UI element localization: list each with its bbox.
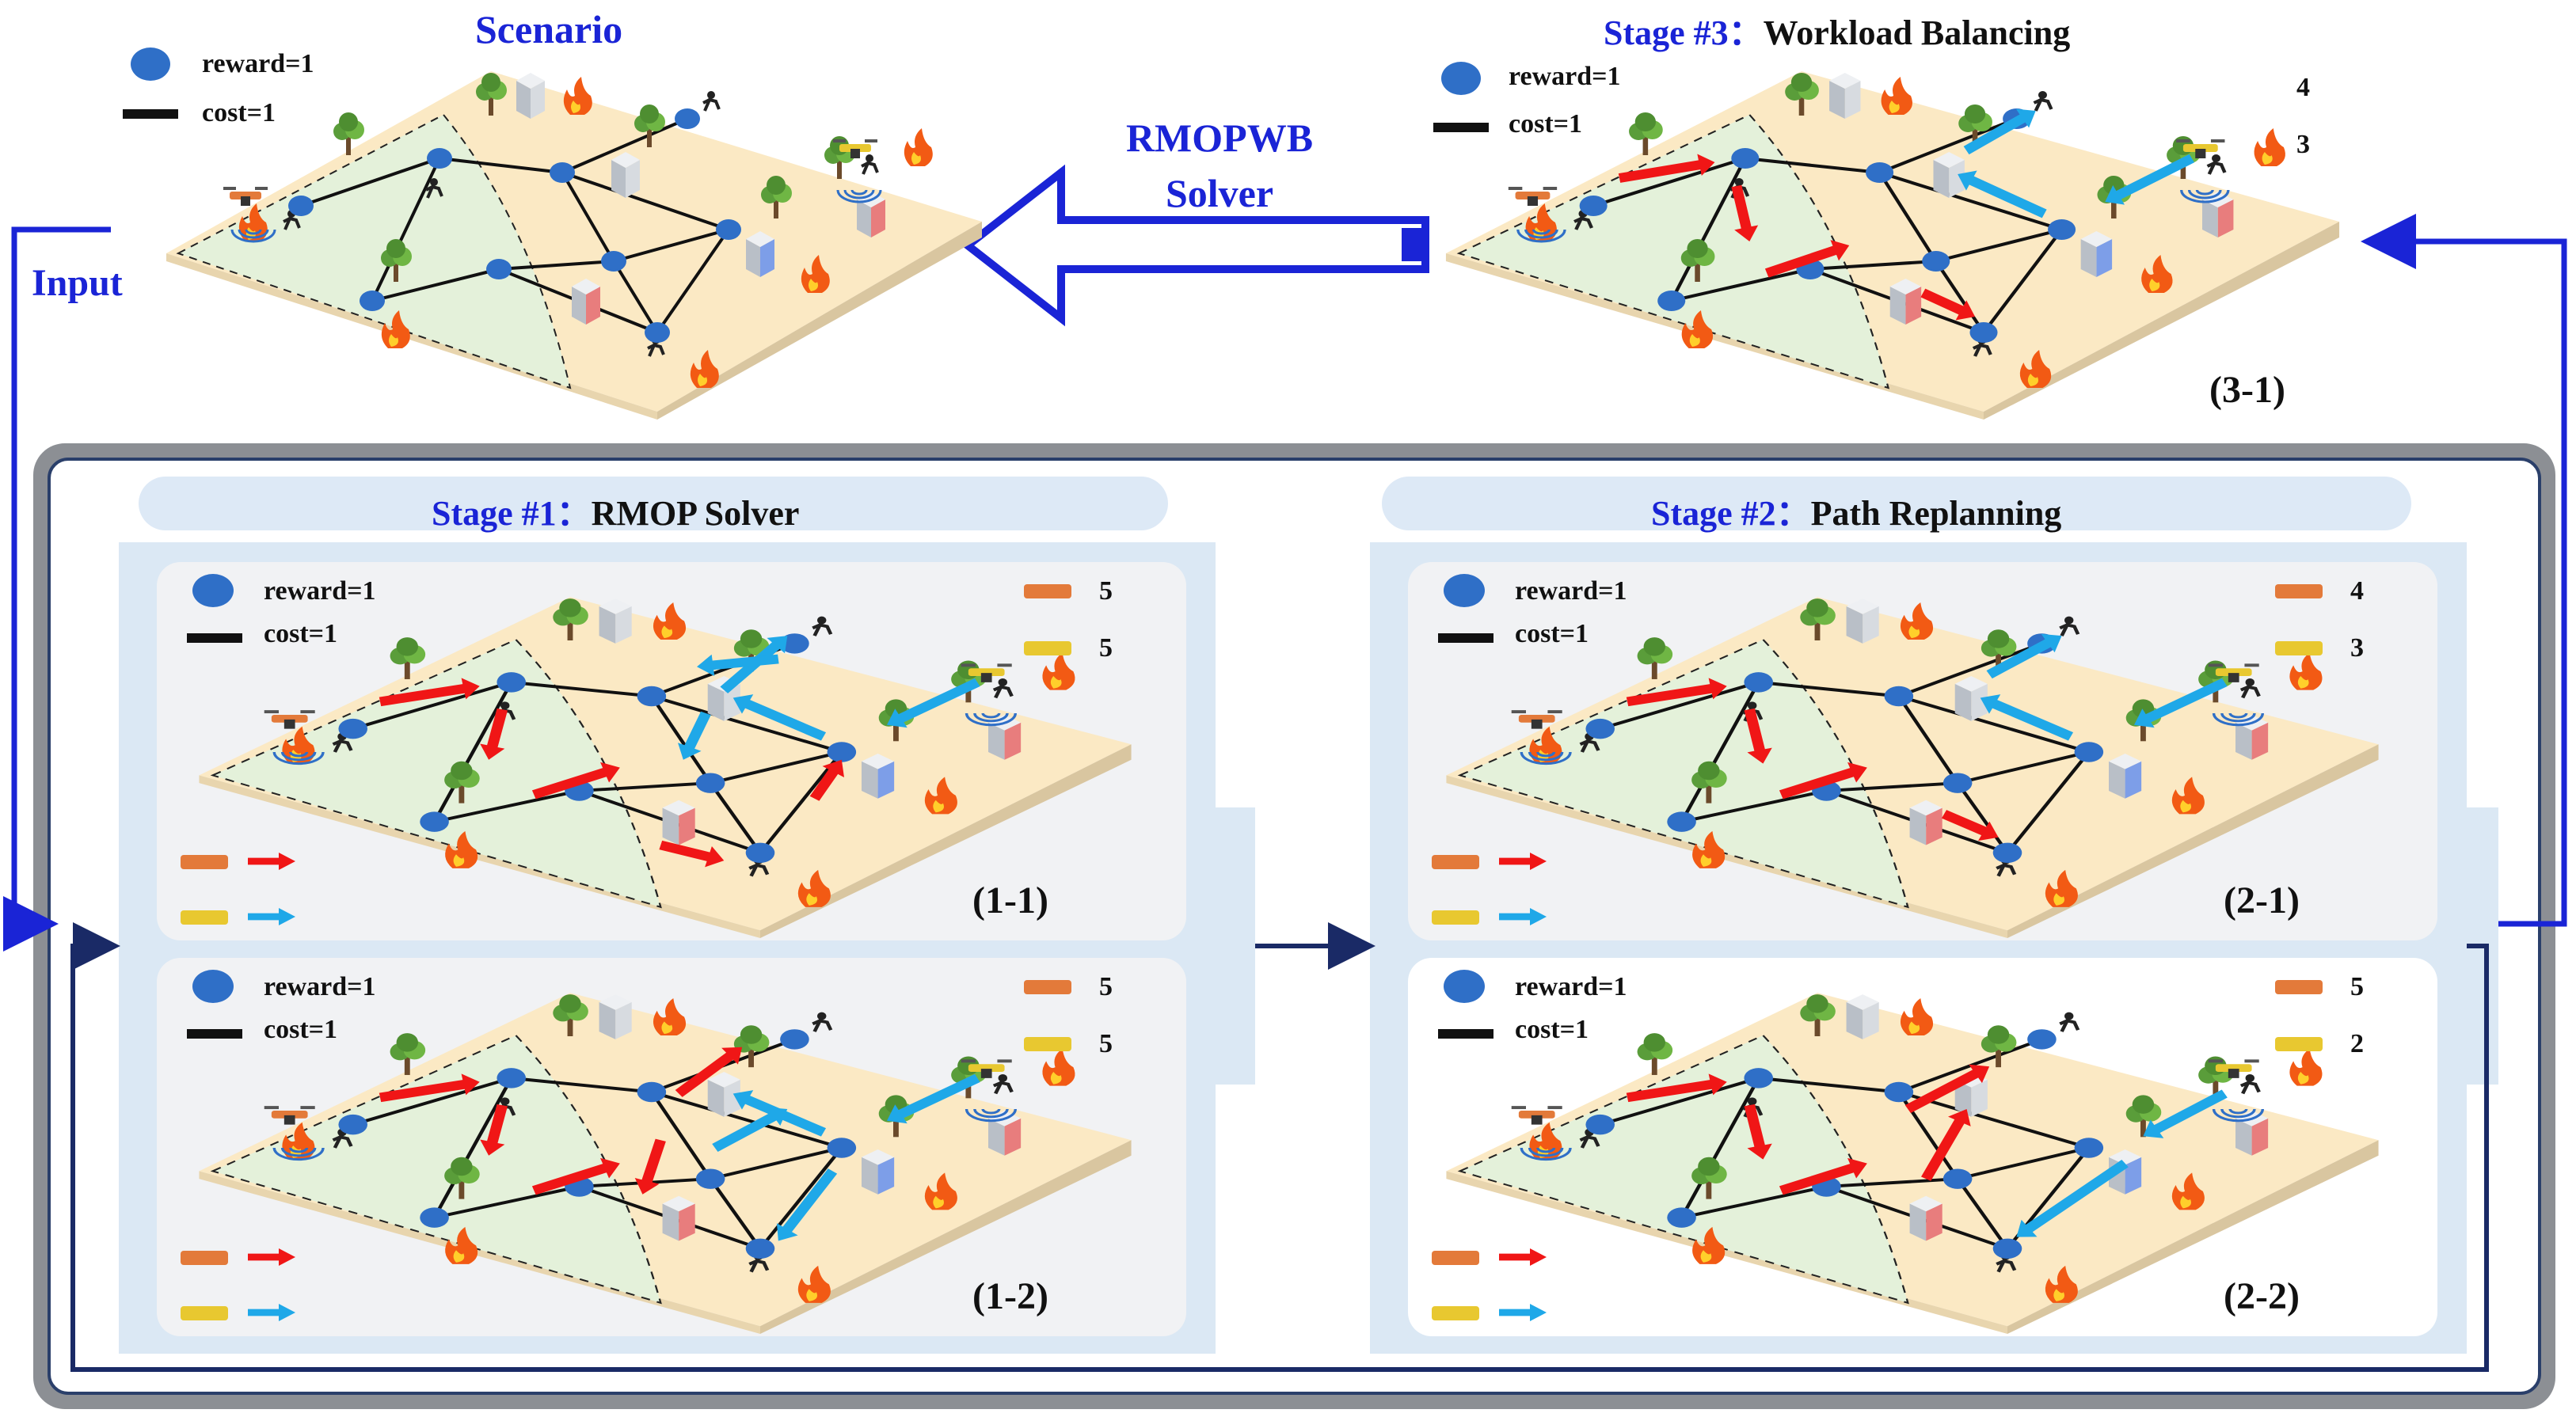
map-1-1: [199, 597, 1132, 938]
stage3-count-orange: 4: [2296, 73, 2310, 102]
stage2-header-bg: [1382, 477, 2411, 530]
uav-yellow-icon: [1024, 1037, 1071, 1051]
input-label: Input: [32, 262, 123, 304]
panel-count-orange: 4: [2350, 576, 2364, 606]
solver-label-line2: Solver: [1165, 171, 1274, 215]
uav-orange-icon: [181, 855, 228, 869]
scenario-cost-label: cost=1: [202, 98, 276, 127]
panel-cost-label: cost=1: [264, 1015, 338, 1044]
cost-edge-icon: [1438, 633, 1493, 643]
panel-label: (1-1): [972, 879, 1048, 921]
stage1-header-bg: [139, 477, 1168, 530]
uav-orange-icon: [181, 1251, 228, 1265]
panel-reward-label: reward=1: [1515, 972, 1627, 1001]
scenario-reward-label: reward=1: [202, 49, 314, 78]
panel-count-yellow: 5: [1099, 633, 1113, 663]
reward-node-icon: [192, 574, 234, 607]
panel-cost-label: cost=1: [1515, 1015, 1589, 1044]
feedback-loop: [70, 922, 2489, 1372]
uav-orange-icon: [1024, 584, 1071, 598]
uav-yellow-icon: [181, 1306, 228, 1320]
cost-edge-icon: [1433, 123, 1489, 132]
panel-cost-label: cost=1: [264, 619, 338, 648]
cost-edge-icon: [187, 633, 242, 643]
uav-yellow-icon: [2275, 641, 2323, 655]
uav-yellow-icon: [1432, 910, 1479, 925]
panel-count-orange: 5: [1099, 972, 1113, 1001]
uav-yellow-icon: [1024, 641, 1071, 655]
stage3-count-yellow: 3: [2296, 130, 2310, 159]
map-1-2: [199, 993, 1132, 1334]
cost-edge-icon: [1438, 1029, 1493, 1039]
uav-yellow-icon: [181, 910, 228, 925]
stage3-panel-label: (3-1): [2209, 369, 2285, 411]
stage3-title: Stage #3：Workload Balancing: [1604, 13, 2071, 52]
reward-node-icon: [1441, 62, 1481, 95]
reward-node-icon: [1444, 574, 1485, 607]
reward-node-icon: [192, 970, 234, 1003]
map-2-2: [1446, 993, 2379, 1334]
stage3-reward-label: reward=1: [1509, 62, 1621, 91]
reward-node-icon: [1444, 970, 1485, 1003]
panel-count-orange: 5: [2350, 972, 2364, 1001]
uav-yellow-icon: [1432, 1306, 1479, 1320]
panel-count-yellow: 5: [1099, 1029, 1113, 1058]
scenario-title: Scenario: [475, 7, 623, 51]
cost-edge-icon: [187, 1029, 242, 1039]
uav-orange-icon: [2275, 980, 2323, 994]
panel-label: (1-2): [972, 1275, 1048, 1317]
map-2-1: [1446, 597, 2379, 938]
solver-label-line1: RMOPWB: [1125, 116, 1314, 160]
panel-cost-label: cost=1: [1515, 619, 1589, 648]
solver-arrow: [961, 164, 1429, 327]
stage3-map: [1445, 71, 2340, 420]
uav-yellow-icon: [2275, 1037, 2323, 1051]
panel-reward-label: reward=1: [264, 972, 376, 1001]
stage2-title: Stage #2：Path Replanning: [1651, 494, 2062, 533]
panel-reward-label: reward=1: [1515, 576, 1627, 606]
stage3-cost-label: cost=1: [1509, 109, 1583, 139]
stage1-title: Stage #1：RMOP Solver: [432, 494, 800, 533]
uav-orange-icon: [1432, 855, 1479, 869]
panel-reward-label: reward=1: [264, 576, 376, 606]
panel-label: (2-2): [2224, 1275, 2300, 1317]
input-arrow: [3, 226, 111, 952]
panel-label: (2-1): [2224, 879, 2300, 921]
panel-count-orange: 5: [1099, 576, 1113, 606]
uav-orange-icon: [2275, 584, 2323, 598]
panel-count-yellow: 3: [2350, 633, 2364, 663]
uav-orange-icon: [1432, 1251, 1479, 1265]
reward-node-icon: [131, 47, 170, 81]
scenario-map: [166, 71, 982, 420]
output-arrow: [2361, 214, 2567, 927]
panel-count-yellow: 2: [2350, 1029, 2364, 1058]
cost-edge-icon: [123, 109, 178, 119]
uav-orange-icon: [1024, 980, 1071, 994]
